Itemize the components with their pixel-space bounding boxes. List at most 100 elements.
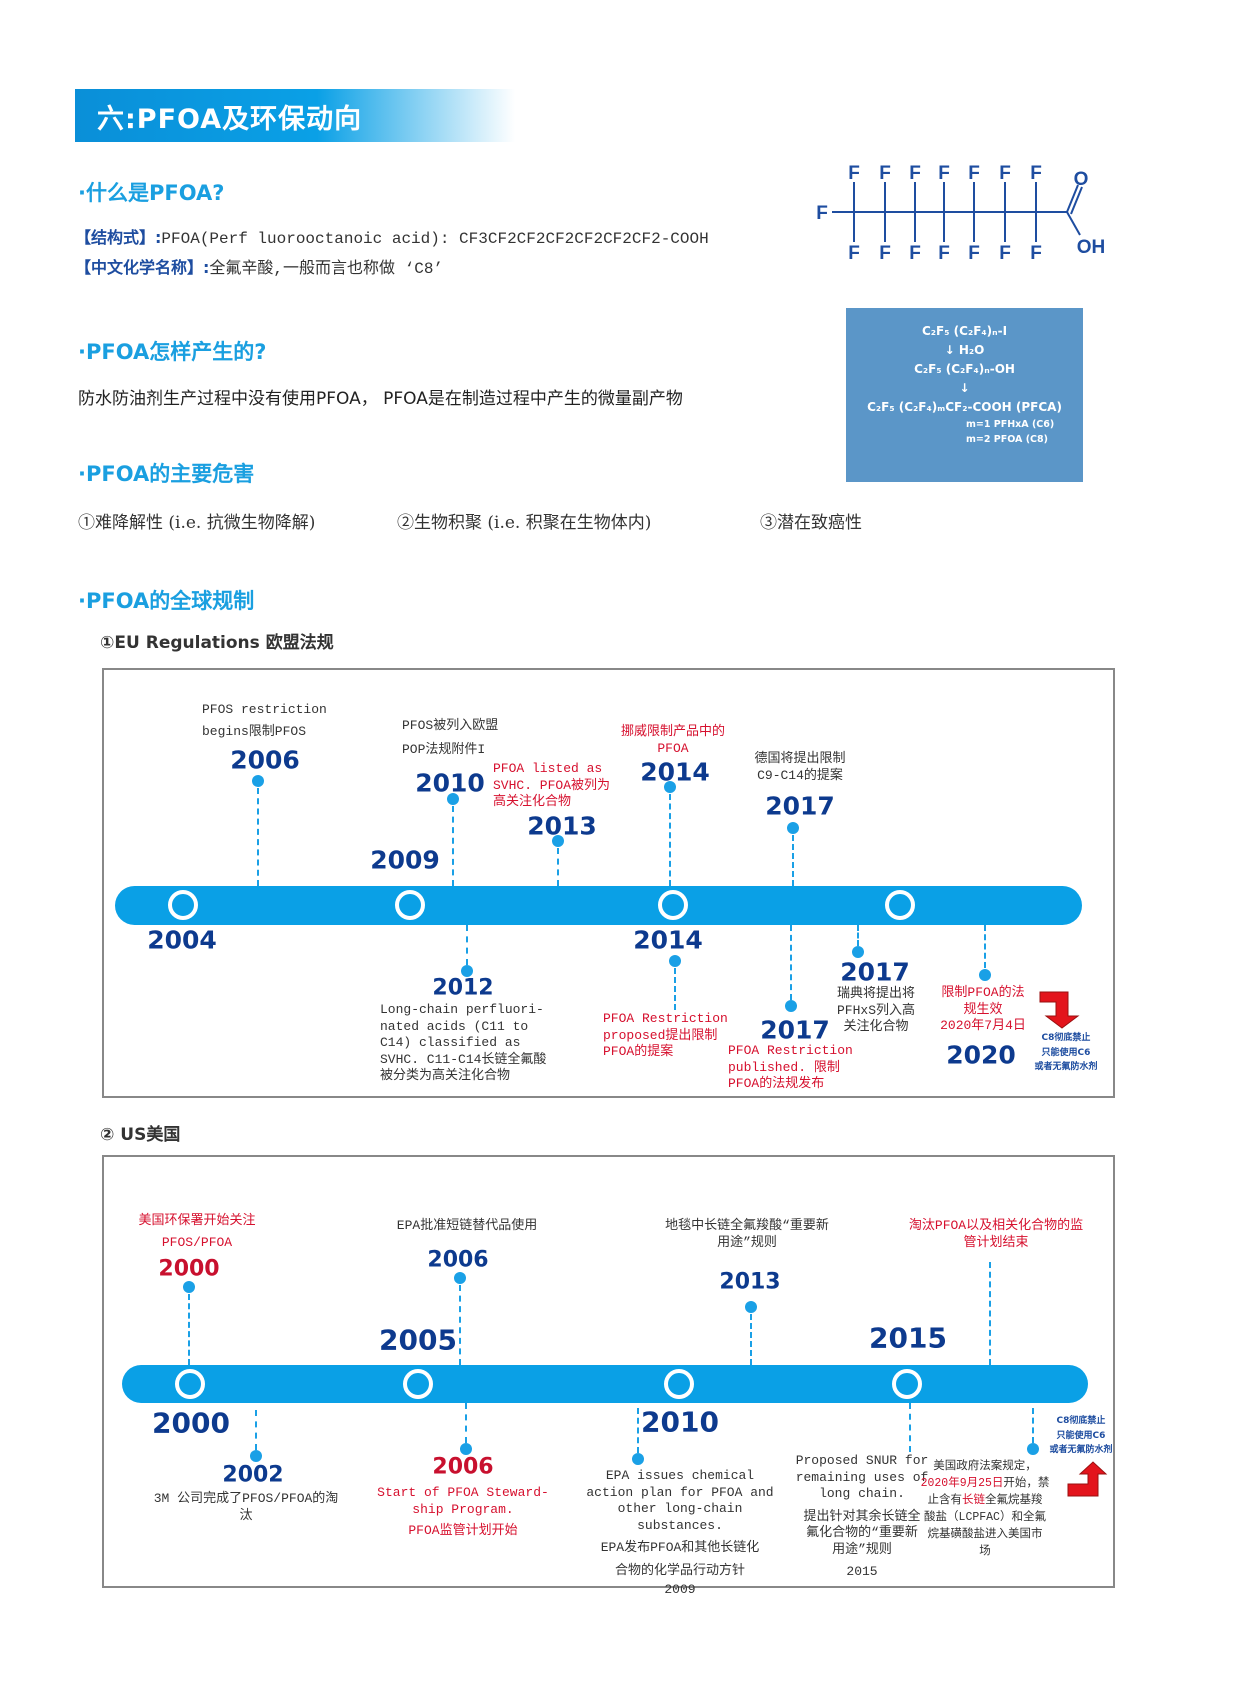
connector [792, 835, 794, 886]
text-line: Proposed SNUR for [795, 1453, 929, 1468]
heading-regulation: ·PFOA的全球规制 [78, 589, 255, 613]
connector [257, 788, 259, 886]
text-line: SVHC. C11-C14长链全氟酸 [380, 1051, 547, 1067]
hazard-item: ②生物积聚 (i.e. 积聚在生物体内) [397, 513, 652, 533]
text-line: PFOS被列入欧盟 [402, 718, 499, 733]
heading-pfoa-origin: ·PFOA怎样产生的? [78, 340, 267, 364]
text-line: 2009 [664, 1582, 696, 1597]
text-line: PFOS/PFOA [161, 1235, 233, 1250]
synthesis-line: ↓ H₂O [944, 343, 985, 357]
synthesis-box: C₂F₅ (C₂F₄)ₙ-I ↓ H₂O C₂F₅ (C₂F₄)ₙ-OH ↓ C… [846, 308, 1083, 482]
us-event-text: 地毯中长链全氟羧酸“重要新用途”规则 [665, 1218, 829, 1251]
event-year: 2017 [765, 791, 835, 821]
text-line: 只能使用C6 [1041, 1047, 1091, 1058]
event-dot [252, 775, 264, 787]
connector [790, 925, 792, 1000]
us-title: ② US美国 [100, 1125, 181, 1145]
atom-f: F [909, 163, 921, 184]
event-year: 2006 [427, 1247, 489, 1273]
chinese-name-label: 【中文化学名称】: [75, 258, 210, 277]
text-line: PFOA监管计划开始 [408, 1523, 518, 1538]
event-dot [979, 969, 991, 981]
text-line: proposed提出限制 [603, 1027, 718, 1043]
text-line: 烷基磺酸盐进入美国市 [927, 1528, 1043, 1541]
atom-oh: OH [1077, 237, 1106, 258]
event-year: 2017 [840, 957, 910, 987]
heading-hazards: ·PFOA的主要危害 [78, 462, 255, 486]
text-line: long chain. [819, 1486, 905, 1501]
atom-f: F [1030, 243, 1042, 264]
text-segment: 止含有 [927, 1494, 963, 1507]
atom-f: F [999, 243, 1011, 264]
event-year: 2014 [633, 925, 703, 955]
connector [669, 794, 671, 886]
structure-label: 【结构式】: [75, 228, 162, 247]
text-line: Long-chain perfluori- [380, 1002, 544, 1017]
text-line: 瑞典将提出将 [836, 986, 916, 1001]
event-dot [461, 965, 473, 977]
text-line: C8彻底禁止 [1056, 1416, 1106, 1426]
timeline-node [395, 890, 425, 920]
text-line: 用途”规则 [717, 1234, 777, 1250]
hazard-item: ③潜在致癌性 [760, 513, 862, 533]
event-dot [183, 1281, 195, 1293]
event-year: 2020 [946, 1040, 1016, 1070]
text-line: remaining uses of [795, 1469, 929, 1485]
text-line: C14) classified as [380, 1035, 521, 1050]
atom-f: F [938, 163, 950, 184]
event-dot [745, 1301, 757, 1313]
synthesis-line: C₂F₅ (C₂F₄)ₙ-OH [914, 362, 1015, 376]
event-year: 2010 [415, 768, 485, 798]
synthesis-line: m=1 PFHxA (C6) [966, 419, 1055, 430]
text-line: Start of PFOA Steward- [377, 1485, 549, 1500]
event-dot [664, 781, 676, 793]
text-line: 管计划结束 [963, 1234, 1029, 1250]
connector [989, 1262, 991, 1365]
text-line: 止含有长链全氟烷基羧 [921, 1492, 1050, 1509]
structure-formula-line: 【结构式】:PFOA(Perf luorooctanoic acid): CF3… [75, 224, 709, 248]
connector [984, 925, 986, 968]
event-year: 2006 [230, 745, 300, 775]
atom-f: F [968, 163, 980, 184]
connector [637, 1408, 639, 1453]
origin-text: 防水防油剂生产过程中没有使用PFOA， PFOA是在制造过程中产生的微量副产物 [78, 389, 683, 409]
eu-timeline-bar [115, 886, 1082, 925]
text-line: EPA发布PFOA和其他长链化 [600, 1540, 760, 1555]
event-dot [447, 793, 459, 805]
text-line: substances. [637, 1517, 723, 1533]
text-line: PFHxS列入高 [836, 1002, 916, 1018]
text-line: 限制PFOA的法 [941, 985, 1025, 1000]
event-dot [454, 1272, 466, 1284]
bar-year: 2005 [379, 1323, 457, 1357]
atom-f: F [879, 163, 891, 184]
timeline-node [403, 1369, 433, 1399]
text-line: other long-chain [617, 1501, 743, 1516]
text-line: C8彻底禁止 [1041, 1033, 1091, 1043]
text-line: 德国将提出限制 [754, 751, 846, 766]
event-dot [669, 955, 681, 967]
connector [557, 848, 559, 886]
atom-f: F [879, 243, 891, 264]
event-dot [632, 1453, 644, 1465]
chinese-name-line: 【中文化学名称】:全氟辛酸,一般而言也称做 ‘C8’ [75, 254, 443, 278]
text-line: 或者无氟防水剂 [1034, 1062, 1098, 1072]
bar-year: 2004 [147, 925, 217, 955]
hazard-item: ①难降解性 (i.e. 抗微生物降解) [78, 513, 316, 533]
atom-f: F [848, 243, 860, 264]
heading-what-is-pfoa: ·什么是PFOA? [78, 181, 225, 205]
text-line: PFOA Restriction [728, 1043, 853, 1058]
event-year: 2006 [432, 1454, 494, 1480]
timeline-node [175, 1369, 205, 1399]
text-line: POP法规附件I [402, 742, 486, 757]
red-arrow-down-icon [1039, 991, 1080, 1029]
atom-f: F [1030, 163, 1042, 184]
event-year: 2013 [527, 811, 597, 841]
text-line: 淘汰PFOA以及相关化合物的监 [908, 1218, 1084, 1233]
